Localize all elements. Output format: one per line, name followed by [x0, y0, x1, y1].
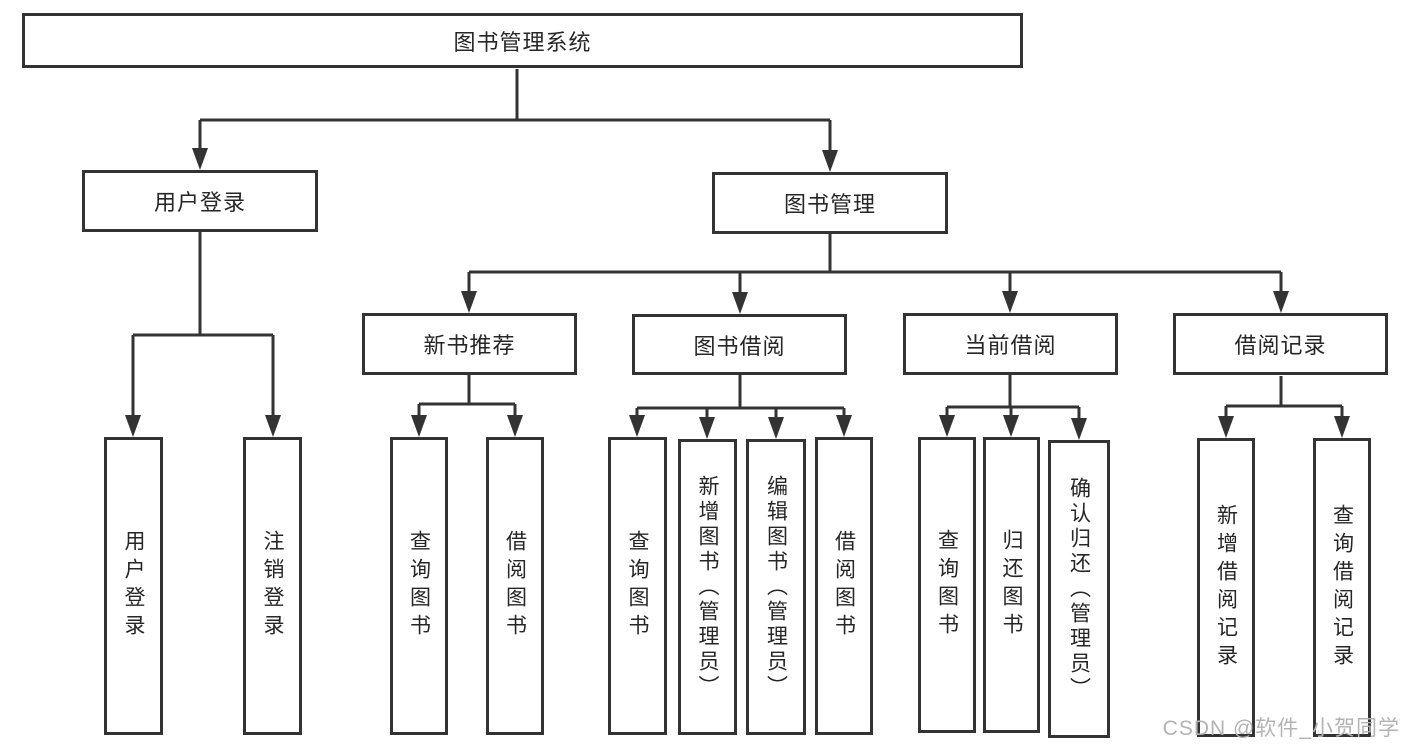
leaf-label: 查询图书: [626, 530, 649, 642]
node-borrow-records: 借阅记录: [1173, 313, 1388, 375]
node-current-borrow: 当前借阅: [903, 313, 1118, 375]
node-user-login: 用户登录: [82, 170, 318, 232]
leaf-label: 借阅图书: [832, 530, 856, 642]
leaf-query-borrow-record: 查询借阅记录: [1313, 438, 1371, 737]
leaf-label: 用户登录: [122, 530, 145, 642]
node-book-management: 图书管理: [712, 172, 948, 234]
leaf-add-borrow-record: 新增借阅记录: [1197, 438, 1255, 737]
leaf-label: 查询图书: [407, 530, 431, 642]
leaf-return-books: 归还图书: [983, 437, 1040, 733]
node-label: 图书管理: [783, 192, 876, 217]
leaf-label: 查询借阅记录: [1330, 503, 1354, 672]
node-label: 新书推荐: [423, 333, 516, 358]
node-label: 借阅记录: [1234, 333, 1327, 358]
leaf-confirm-return-admin: 确认归还（管理员）: [1048, 440, 1110, 738]
leaf-query-books-3: 查询图书: [918, 437, 976, 733]
node-label: 用户登录: [153, 190, 246, 215]
leaf-user-login: 用户登录: [104, 437, 163, 735]
leaf-label: 注销登录: [261, 530, 284, 642]
leaf-edit-books-admin: 编辑图书（管理员）: [746, 439, 806, 735]
node-label: 图书管理系统: [453, 29, 592, 55]
leaf-query-books-2: 查询图书: [608, 437, 667, 735]
node-new-book-recommend: 新书推荐: [362, 313, 577, 375]
leaf-query-books-1: 查询图书: [390, 437, 448, 735]
leaf-borrow-books-1: 借阅图书: [486, 437, 544, 735]
node-label: 图书借阅: [693, 333, 786, 359]
leaf-add-books-admin: 新增图书（管理员）: [678, 439, 737, 735]
leaf-logout: 注销登录: [243, 437, 302, 735]
leaf-label: 确认归还（管理员）: [1067, 476, 1091, 702]
leaf-label: 新增图书（管理员）: [696, 474, 719, 700]
node-library-system: 图书管理系统: [22, 13, 1023, 68]
leaf-label: 新增借阅记录: [1214, 503, 1238, 672]
leaf-label: 编辑图书（管理员）: [764, 474, 788, 700]
node-label: 当前借阅: [964, 333, 1057, 358]
leaf-label: 归还图书: [1000, 529, 1023, 641]
leaf-borrow-books-2: 借阅图书: [815, 437, 873, 735]
node-book-borrow: 图书借阅: [632, 314, 847, 375]
leaf-label: 借阅图书: [503, 530, 527, 642]
leaf-label: 查询图书: [935, 529, 959, 641]
